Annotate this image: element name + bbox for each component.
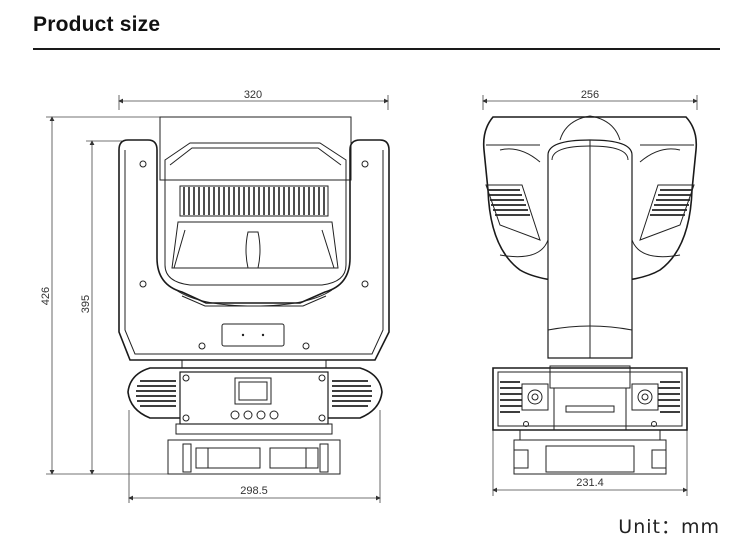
side-view: 256 231.4 <box>482 89 698 496</box>
connector-left-icon <box>527 389 543 405</box>
title-divider <box>33 48 720 50</box>
yoke-label-panel <box>221 323 285 347</box>
page-title: Product size <box>33 13 161 36</box>
up-button <box>243 410 253 420</box>
dimension-label-256: 256 <box>581 89 599 101</box>
yoke-screws <box>139 160 369 350</box>
dimension-front-height-body: 395 <box>80 140 122 475</box>
front-view: 320 426 395 298.5 <box>40 89 390 503</box>
dimension-label-320: 320 <box>244 89 262 101</box>
enter-button <box>269 410 279 420</box>
heatsink-fins-front <box>179 185 329 217</box>
lcd-display <box>234 377 272 405</box>
dimension-front-height-total: 426 <box>40 116 170 475</box>
dimension-side-width-top: 256 <box>482 89 698 110</box>
menu-button <box>230 410 240 420</box>
dimension-side-width-base: 231.4 <box>492 410 688 496</box>
heatsink-fins-side-right <box>639 184 695 241</box>
unit-label: Unit：mm <box>618 516 720 538</box>
side-base <box>492 365 688 475</box>
control-panel <box>179 371 329 425</box>
front-base <box>127 367 383 475</box>
dimension-label-298-5: 298.5 <box>240 485 268 497</box>
dimension-label-426: 426 <box>40 287 52 305</box>
dimension-front-width-top: 320 <box>118 89 389 110</box>
dimension-label-395: 395 <box>80 295 92 313</box>
dimension-front-width-base: 298.5 <box>128 410 381 503</box>
down-button <box>256 410 266 420</box>
heatsink-fins-side-left <box>485 184 541 241</box>
dimension-label-231-4: 231.4 <box>576 477 604 489</box>
connector-right-icon <box>637 389 653 405</box>
